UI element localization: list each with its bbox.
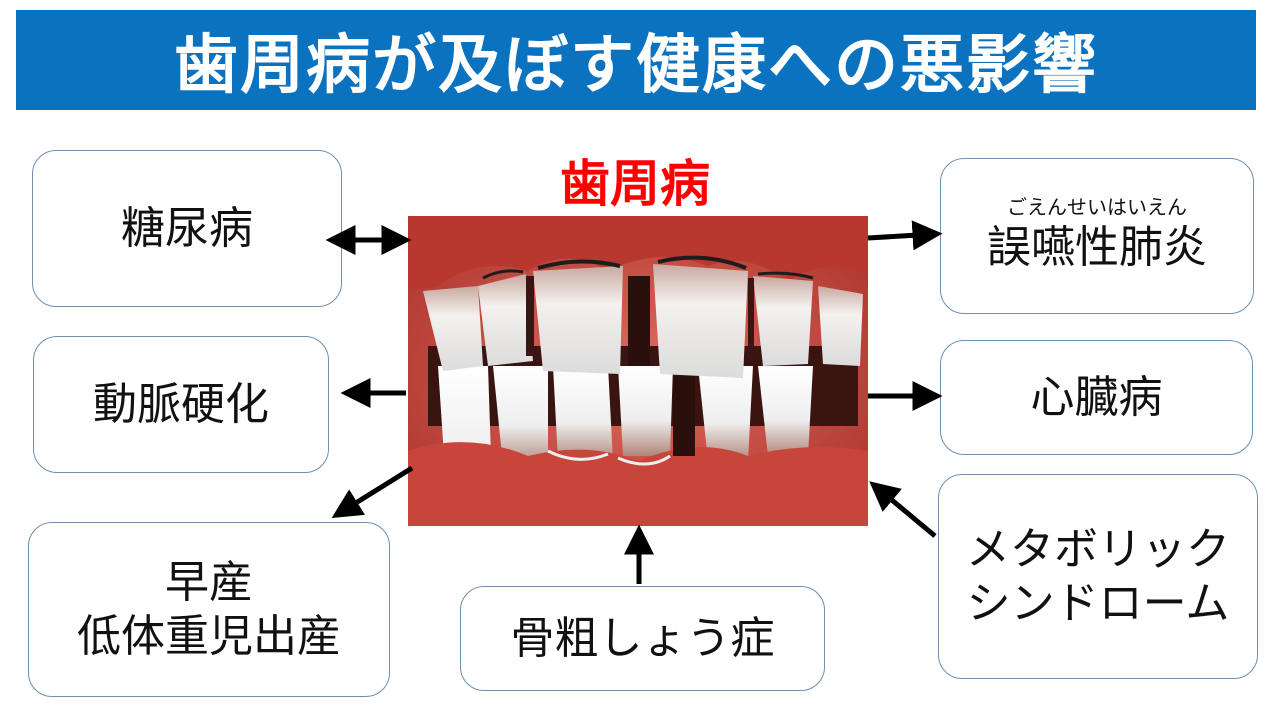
diabetes-box: 糖尿病 bbox=[32, 150, 342, 307]
preterm-birth-line2: 低体重児出産 bbox=[77, 610, 341, 662]
arrow-metabolic bbox=[869, 481, 937, 538]
preterm-birth-line1: 早産 bbox=[165, 556, 253, 608]
osteoporosis-label: 骨粗しょう症 bbox=[510, 612, 775, 664]
arteriosclerosis-box: 動脈硬化 bbox=[33, 336, 329, 473]
teeth-illustration bbox=[408, 216, 868, 526]
diabetes-label: 糖尿病 bbox=[121, 202, 253, 254]
arrow-preterm bbox=[331, 465, 414, 518]
center-label: 歯周病 bbox=[560, 155, 710, 213]
preterm-birth-box: 早産 低体重児出産 bbox=[28, 522, 390, 697]
arteriosclerosis-label: 動脈硬化 bbox=[93, 378, 269, 430]
pneumonia-label: 誤嚥性肺炎 bbox=[987, 222, 1207, 274]
arrow-pneumonia bbox=[867, 220, 943, 251]
osteoporosis-box: 骨粗しょう症 bbox=[460, 586, 825, 691]
heart-disease-box: 心臓病 bbox=[940, 340, 1253, 455]
metabolic-syndrome-line2: シンドローム bbox=[966, 577, 1230, 629]
metabolic-syndrome-line1: メタボリック bbox=[966, 523, 1230, 575]
page-title: 歯周病が及ぼす健康への悪影響 bbox=[174, 29, 1098, 103]
pneumonia-furigana: ごえんせいはいえん bbox=[1007, 195, 1187, 220]
teeth-photo bbox=[408, 216, 868, 526]
title-bar: 歯周病が及ぼす健康への悪影響 bbox=[16, 10, 1256, 110]
pneumonia-box: ごえんせいはいえん 誤嚥性肺炎 bbox=[940, 158, 1254, 314]
heart-disease-label: 心臓病 bbox=[1030, 371, 1163, 423]
metabolic-syndrome-box: メタボリック シンドローム bbox=[938, 474, 1258, 679]
